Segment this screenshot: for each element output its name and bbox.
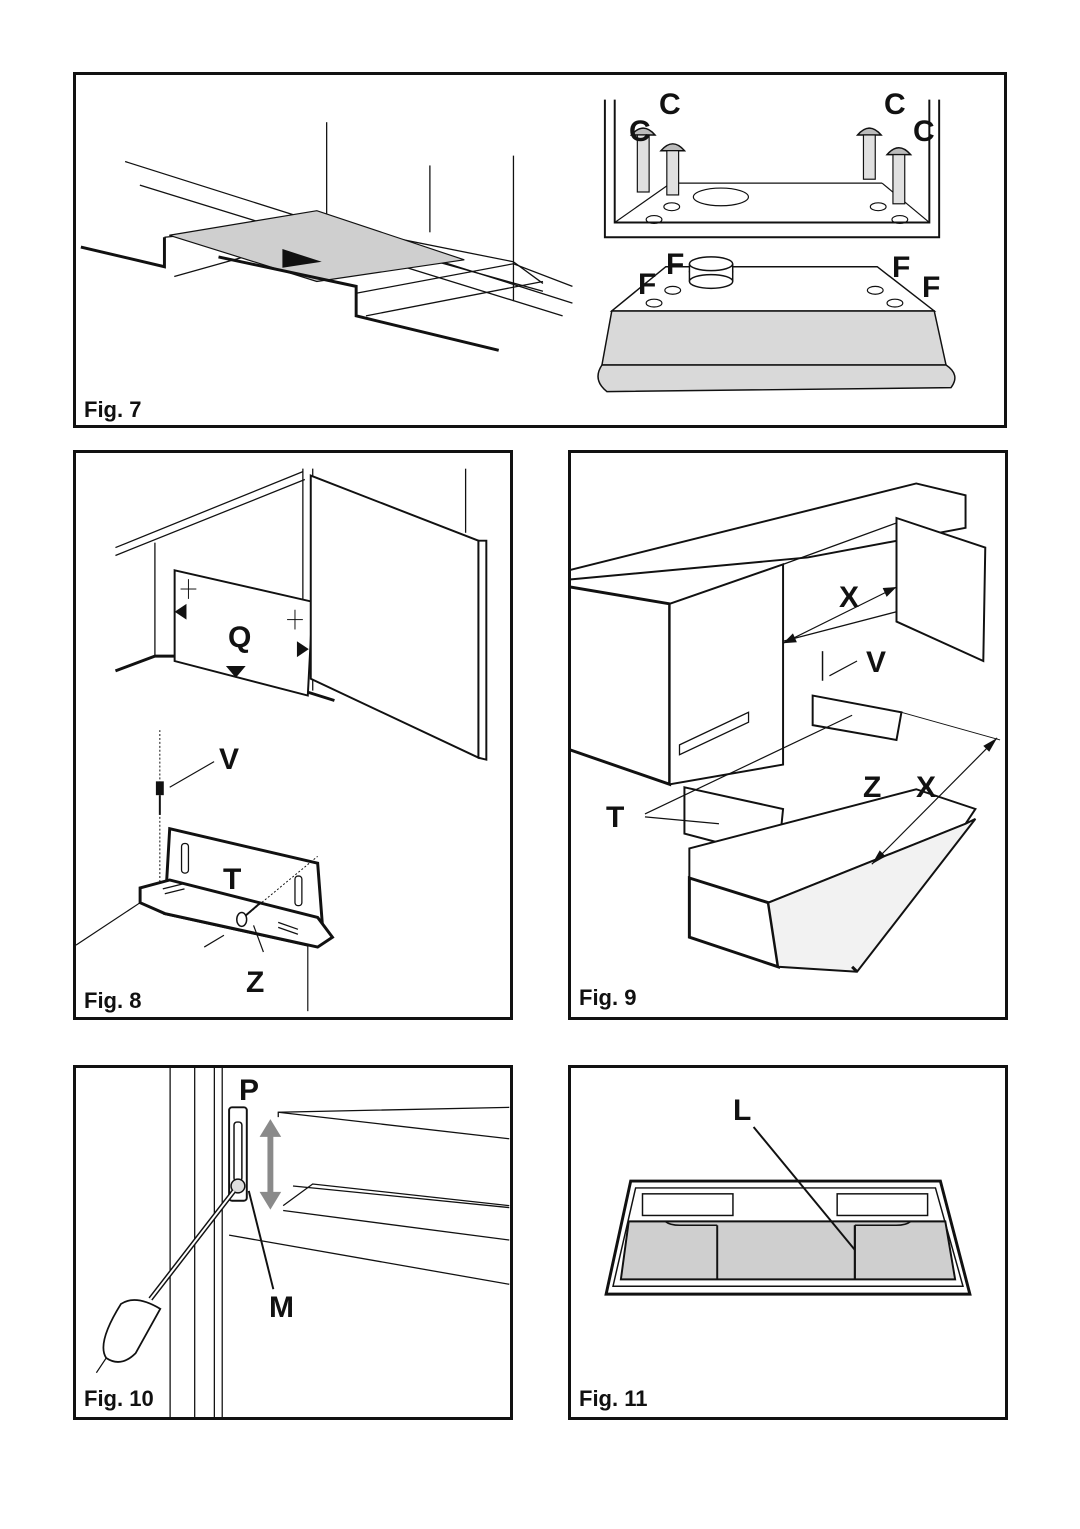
hood-top — [609, 265, 937, 312]
label-f: F — [666, 248, 685, 281]
label-x: X — [916, 771, 937, 804]
screw-icon — [659, 143, 687, 196]
screw-icons — [629, 127, 913, 205]
glass-panel — [767, 817, 977, 973]
label-v: V — [219, 743, 240, 776]
up-down-arrow-icon — [259, 1119, 282, 1210]
figure-7-drawing — [80, 99, 956, 393]
screw-icon — [885, 147, 913, 205]
figure-9-drawing — [571, 482, 1001, 973]
screw-icon — [629, 127, 657, 193]
label-v: V — [866, 646, 887, 679]
cabinet-door — [309, 474, 480, 760]
mounting-bracket — [811, 694, 903, 742]
figure-8-caption: Fig. 8 — [84, 988, 142, 1013]
label-z: Z — [246, 966, 265, 999]
hood-body — [601, 310, 947, 366]
protective-film — [169, 210, 465, 283]
screwdriver-icon — [95, 1189, 236, 1374]
label-f: F — [892, 251, 911, 284]
label-c: C — [884, 88, 906, 121]
label-f: F — [638, 268, 657, 301]
label-m: M — [269, 1291, 294, 1324]
label-l: L — [733, 1094, 752, 1127]
figure-8-panel: Q V T Z Fig. 8 — [73, 450, 513, 1020]
left-cabinet — [571, 585, 672, 787]
label-t: T — [606, 801, 625, 834]
figure-11-drawing — [604, 1126, 972, 1296]
figure-9-caption: Fig. 9 — [579, 985, 637, 1010]
figure-7-panel: C C C C F F F F Fig. 7 — [73, 72, 1007, 428]
hood-front-lip — [597, 364, 956, 393]
label-c: C — [659, 88, 681, 121]
label-z: Z — [863, 771, 882, 804]
grease-filter — [619, 1220, 957, 1281]
figure-10-caption: Fig. 10 — [84, 1386, 154, 1411]
label-f: F — [922, 271, 941, 304]
label-x: X — [839, 581, 860, 614]
label-p: P — [239, 1074, 260, 1107]
right-cabinet — [895, 516, 987, 663]
figure-10-drawing — [95, 1068, 510, 1417]
figure-7-caption: Fig. 7 — [84, 397, 142, 422]
label-c: C — [629, 115, 651, 148]
figure-8-drawing — [76, 468, 488, 1012]
figure-11-panel: L Fig. 11 — [568, 1065, 1008, 1420]
template-sheet — [173, 569, 314, 697]
screw-icon — [236, 902, 261, 928]
label-c: C — [913, 115, 935, 148]
pull-arrow-icon — [282, 249, 322, 268]
arrow-icon — [225, 665, 246, 678]
figure-9-panel: X V Z X T Fig. 9 — [568, 450, 1008, 1020]
figure-11-caption: Fig. 11 — [579, 1386, 648, 1411]
label-q: Q — [228, 621, 252, 654]
screw-icon — [155, 781, 164, 815]
label-t: T — [223, 863, 242, 896]
screw-icon — [230, 1178, 246, 1194]
arrow-icon — [296, 641, 309, 658]
screw-icon — [855, 127, 883, 180]
arrow-icon — [174, 603, 187, 620]
figure-10-panel: P M Fig. 10 — [73, 1065, 513, 1420]
